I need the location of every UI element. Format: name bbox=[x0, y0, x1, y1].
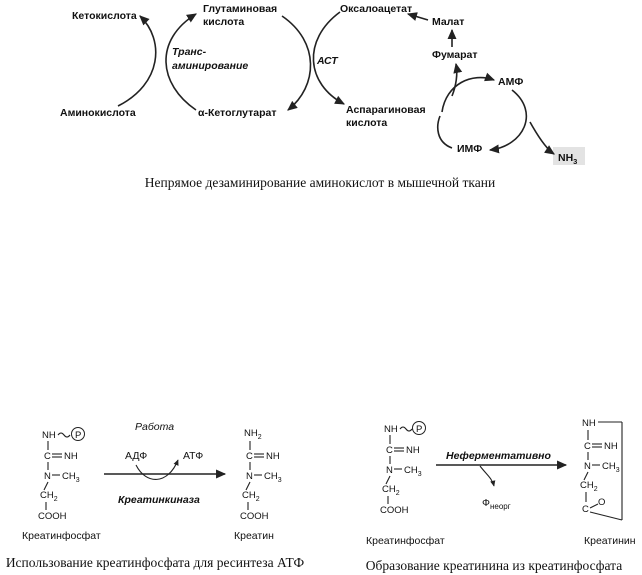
alpha-ketoglutarate-label: α-Кетоглутарат bbox=[198, 107, 276, 119]
imp-label: ИМФ bbox=[457, 143, 482, 155]
phosphate-release-arc bbox=[479, 465, 496, 487]
svg-text:CH2: CH2 bbox=[40, 490, 58, 503]
svg-text:NH: NH bbox=[64, 451, 78, 462]
inorganic-phosphate-label: Фнеорг bbox=[482, 497, 511, 511]
creatinine-label: Креатинин bbox=[584, 535, 636, 547]
nonenzymatic-label: Неферментативно bbox=[446, 450, 552, 462]
svg-text:N: N bbox=[246, 471, 253, 482]
creatine-structure: NH2 C NH N CH3 CH2 COOH bbox=[240, 428, 282, 522]
svg-text:NH: NH bbox=[266, 451, 280, 462]
svg-text:CH2: CH2 bbox=[580, 480, 598, 493]
top-caption: Непрямое дезаминирование аминокислот в м… bbox=[145, 175, 495, 190]
svg-text:C: C bbox=[386, 445, 393, 456]
malate-to-oxaloacetate-arrow bbox=[406, 12, 429, 21]
svg-text:CH3: CH3 bbox=[264, 471, 282, 484]
svg-text:NH2: NH2 bbox=[244, 428, 262, 441]
creatine-phosphate-structure: NH P C NH N CH3 CH2 COOH bbox=[38, 427, 85, 522]
creatinine-formation-scheme: NH P C NH N CH3 CH2 COOH Креатинфосфат Н… bbox=[366, 418, 636, 573]
svg-text:NH: NH bbox=[384, 424, 398, 435]
svg-text:CH3: CH3 bbox=[602, 461, 620, 474]
bottom-left-caption: Использование креатинфосфата для ресинте… bbox=[6, 555, 305, 570]
glutamic-acid-label-line1: Глутаминовая bbox=[203, 3, 277, 15]
svg-text:CH2: CH2 bbox=[382, 484, 400, 497]
oxaloacetate-to-aspartate-arc bbox=[312, 11, 345, 105]
svg-text:COOH: COOH bbox=[38, 511, 67, 522]
creatine-kinase-label: Креатинкиназа bbox=[118, 494, 200, 506]
phosphate-circle-right bbox=[412, 421, 426, 435]
svg-text:CH2: CH2 bbox=[242, 490, 260, 503]
transamination-label-line1: Транс- bbox=[172, 46, 207, 58]
amp-to-ammonia-arrow bbox=[529, 121, 555, 155]
svg-text:N: N bbox=[584, 461, 591, 472]
svg-text:NH: NH bbox=[406, 445, 420, 456]
aketoglutarate-to-glutamate-arc bbox=[281, 15, 312, 111]
svg-text:COOH: COOH bbox=[380, 505, 409, 516]
indirect-deamination-diagram: Кетокислота Аминокислота Глутаминовая ки… bbox=[60, 3, 585, 190]
transamination-label-line2: аминирование bbox=[172, 60, 248, 72]
glutamate-to-aketoglutarate-arc bbox=[165, 13, 197, 111]
ammonia-label: NH3 bbox=[558, 152, 577, 166]
svg-text:P: P bbox=[416, 424, 422, 435]
svg-text:NH: NH bbox=[42, 430, 56, 441]
ketoacid-label: Кетокислота bbox=[72, 10, 137, 22]
ammonia-highlight bbox=[553, 147, 585, 165]
svg-text:C: C bbox=[582, 504, 589, 515]
atp-label: АТФ bbox=[183, 450, 203, 462]
svg-text:C: C bbox=[44, 451, 51, 462]
amp-to-imp-arc bbox=[488, 89, 528, 154]
svg-text:C: C bbox=[584, 441, 591, 452]
work-label: Работа bbox=[135, 421, 174, 433]
svg-text:C: C bbox=[246, 451, 253, 462]
aspartic-acid-label-line2: кислота bbox=[346, 117, 387, 129]
creatinine-structure: NH C NH N CH3 CH2 C O bbox=[580, 418, 623, 521]
amp-label: АМФ bbox=[498, 76, 523, 88]
aspartate-to-amp-arc bbox=[441, 72, 496, 113]
svg-text:O: O bbox=[598, 497, 605, 508]
phosphate-circle bbox=[71, 427, 85, 441]
ast-label: АСТ bbox=[316, 55, 339, 67]
svg-text:N: N bbox=[44, 471, 51, 482]
imp-to-aspartate-arc bbox=[437, 115, 453, 149]
svg-text:NH: NH bbox=[582, 418, 596, 429]
svg-text:P: P bbox=[75, 430, 81, 441]
creatine-phosphate-label-left: Креатинфосфат bbox=[22, 530, 101, 542]
adp-to-atp-arc bbox=[135, 459, 179, 480]
aspartic-acid-label-line1: Аспарагиновая bbox=[346, 104, 426, 116]
glutamic-acid-label-line2: кислота bbox=[203, 16, 244, 28]
svg-text:N: N bbox=[386, 465, 393, 476]
creatine-kinase-scheme: NH P C NH N CH3 CH2 COOH Креатинфосфат Р… bbox=[6, 421, 305, 570]
amino-acid-label: Аминокислота bbox=[60, 107, 136, 119]
creatine-phosphate-label-right: Креатинфосфат bbox=[366, 535, 445, 547]
svg-text:CH3: CH3 bbox=[404, 465, 422, 478]
amino-to-ketoacid-arc bbox=[117, 15, 157, 107]
bottom-right-caption: Образование креатинина из креатинфосфата bbox=[366, 558, 622, 573]
creatine-phosphate-structure-right: NH P C NH N CH3 CH2 COOH bbox=[380, 421, 426, 516]
creatine-label: Креатин bbox=[234, 530, 274, 542]
svg-text:COOH: COOH bbox=[240, 511, 269, 522]
svg-text:CH3: CH3 bbox=[62, 471, 80, 484]
malate-label: Малат bbox=[432, 16, 464, 28]
oxaloacetate-label: Оксалоацетат bbox=[340, 3, 412, 15]
svg-text:NH: NH bbox=[604, 441, 618, 452]
adp-label: АДФ bbox=[125, 450, 147, 462]
fumarate-label: Фумарат bbox=[432, 49, 478, 61]
cycle-to-fumarate-arrow bbox=[451, 62, 463, 97]
